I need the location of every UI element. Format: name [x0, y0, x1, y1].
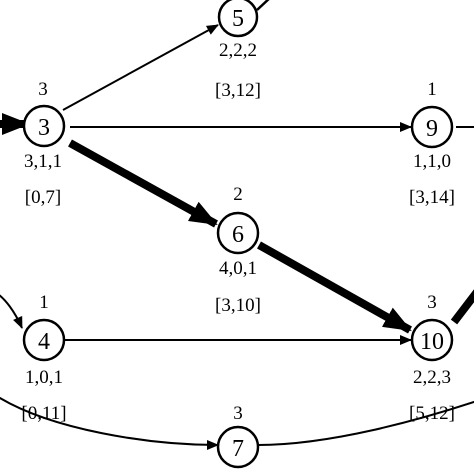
node-6-id: 6 — [232, 222, 244, 248]
node-9-interval: [3,14] — [409, 187, 455, 208]
node-9-id: 9 — [426, 116, 438, 142]
node-5-interval: [3,12] — [215, 80, 261, 101]
edge-incoming-to-4 — [0, 294, 23, 329]
node-6-triple: 4,0,1 — [219, 258, 257, 279]
node-10-top: 3 — [427, 292, 437, 313]
node-7-id: 7 — [232, 436, 244, 462]
node-4: 1 4 1,0,1 [0,11] — [21, 292, 66, 424]
edges — [0, 0, 474, 450]
node-4-top: 1 — [39, 292, 49, 313]
edge-3-6 — [68, 139, 218, 228]
node-3-interval: [0,7] — [25, 187, 61, 208]
node-3-id: 3 — [38, 115, 50, 141]
node-9-top: 1 — [427, 79, 437, 100]
node-7-circle — [216, 425, 260, 469]
node-3-triple: 3,1,1 — [24, 151, 62, 172]
node-6-top: 2 — [233, 184, 243, 205]
node-5: 5 2,2,2 [3,12] — [215, 0, 261, 101]
edge-incoming-to-7 — [0, 396, 219, 450]
node-9-circle — [410, 105, 454, 149]
node-10-interval: [5,12] — [409, 403, 455, 424]
node-5-id: 5 — [232, 6, 244, 32]
edge-3-5 — [62, 24, 219, 111]
node-6-interval: [3,10] — [215, 295, 261, 316]
node-7: 3 7 — [216, 403, 260, 469]
node-10-id: 10 — [420, 329, 444, 355]
node-6: 2 6 4,0,1 [3,10] — [215, 184, 261, 316]
node-5-triple: 2,2,2 — [219, 40, 257, 61]
node-4-id: 4 — [38, 329, 50, 355]
node-6-circle — [216, 211, 260, 255]
node-5-circle — [217, 0, 259, 38]
edge-6-10 — [257, 241, 412, 334]
node-7-top: 3 — [233, 403, 243, 424]
node-4-circle — [22, 318, 66, 362]
edge-5-out — [256, 0, 270, 11]
node-4-interval: [0,11] — [21, 403, 66, 424]
node-3-top: 3 — [38, 79, 48, 100]
node-3-circle — [22, 104, 66, 148]
node-10-triple: 2,2,3 — [413, 367, 451, 388]
edge-7-out — [257, 400, 474, 446]
node-9: 1 9 1,1,0 [3,14] — [409, 79, 455, 208]
node-10-circle — [410, 318, 454, 362]
node-10: 3 10 2,2,3 [5,12] — [409, 292, 455, 424]
node-4-triple: 1,0,1 — [25, 367, 63, 388]
node-9-triple: 1,1,0 — [413, 151, 451, 172]
edge-10-out — [450, 289, 474, 325]
node-3: 3 3 3,1,1 [0,7] — [22, 79, 66, 208]
